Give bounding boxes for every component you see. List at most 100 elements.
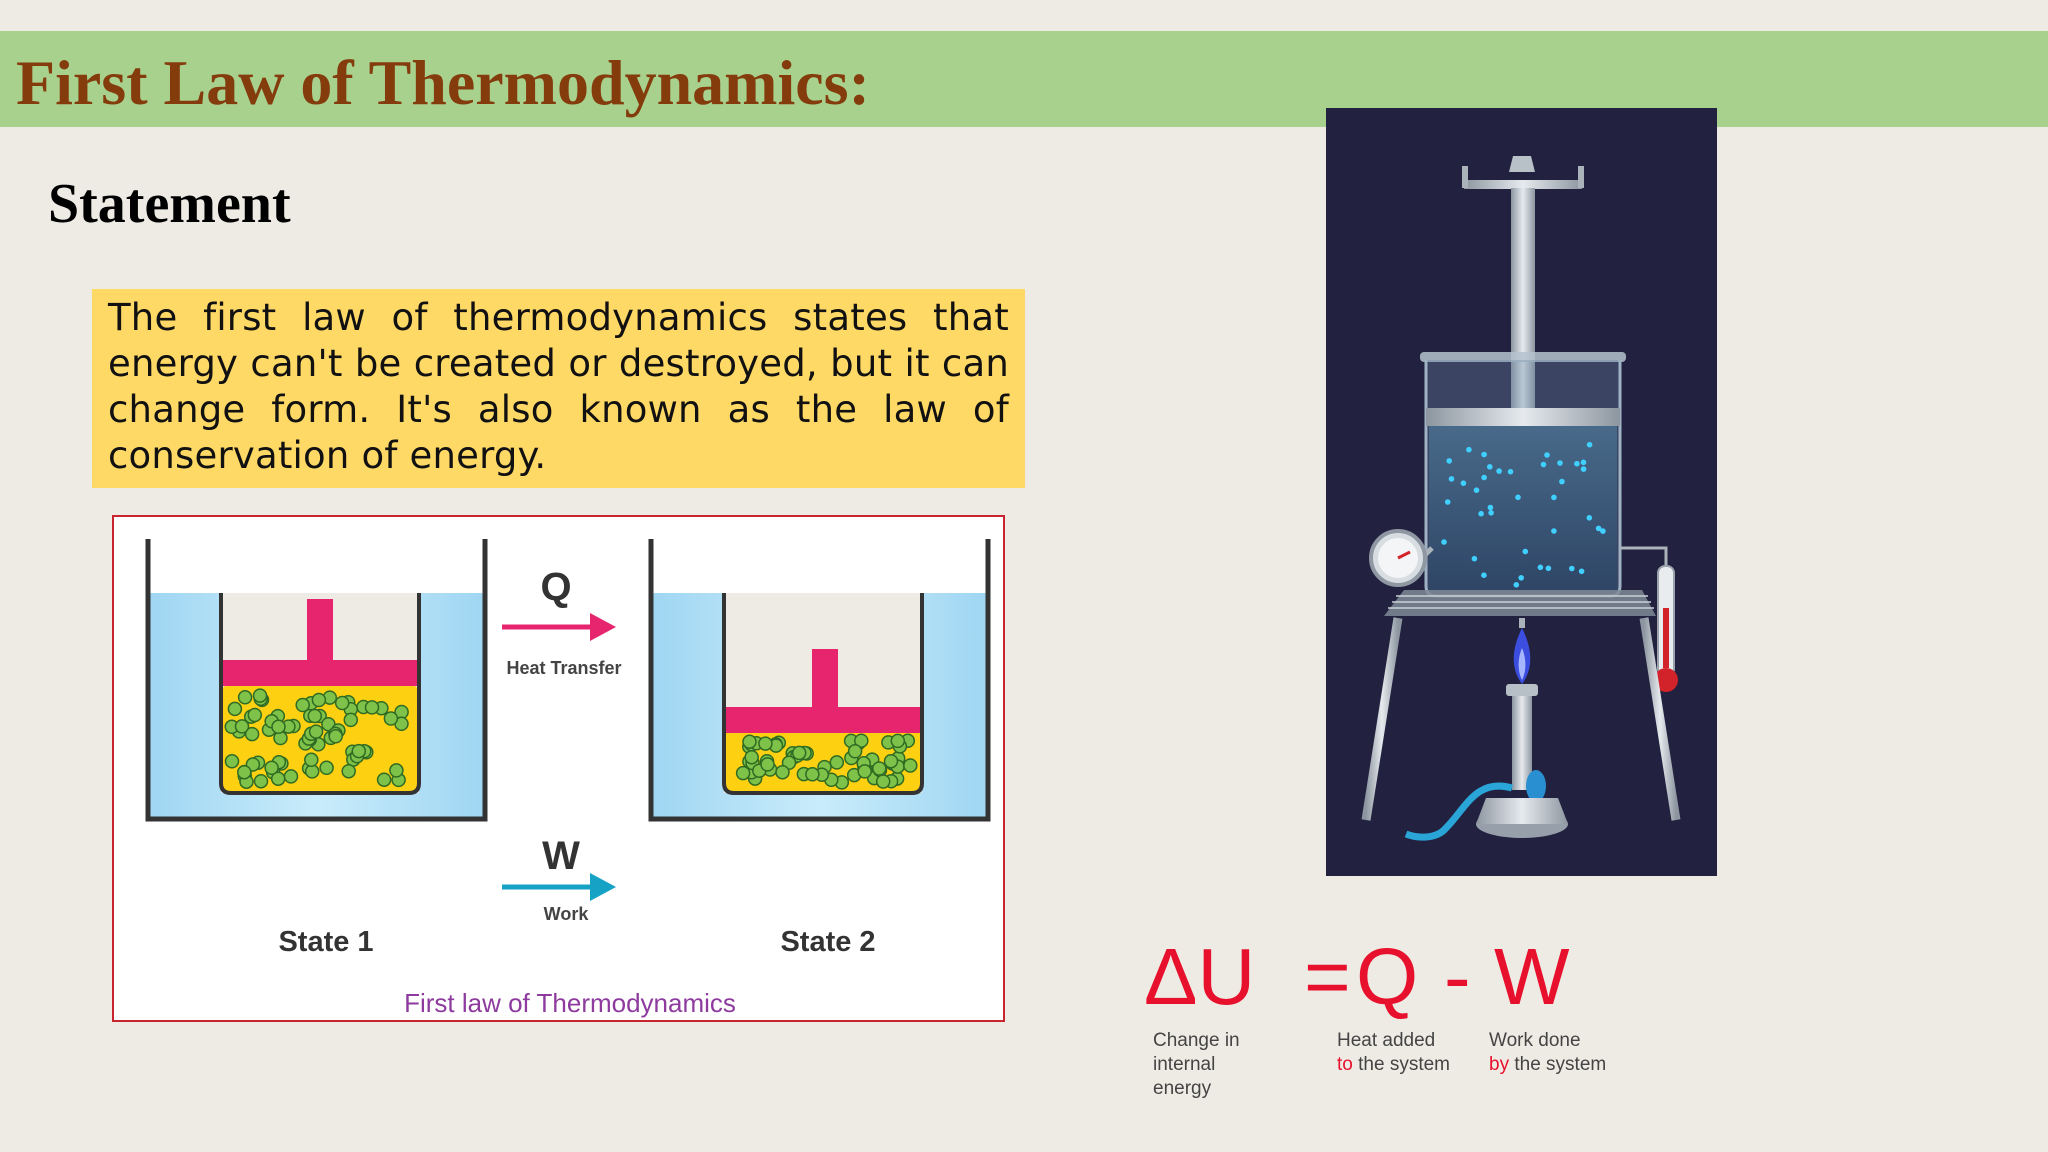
molecule bbox=[854, 733, 869, 748]
state2-gas-molecules bbox=[735, 733, 918, 790]
molecule bbox=[829, 755, 845, 770]
molecule bbox=[1540, 461, 1547, 468]
molecule bbox=[775, 764, 790, 780]
molecule bbox=[1507, 468, 1514, 475]
molecule bbox=[264, 760, 279, 776]
delta-u-symbol: ΔU bbox=[1144, 932, 1255, 1021]
molecule bbox=[271, 719, 286, 735]
molecule bbox=[1460, 480, 1467, 487]
piston-plate bbox=[1426, 408, 1620, 426]
molecule bbox=[376, 772, 392, 787]
molecule bbox=[1466, 446, 1472, 453]
equals-sign: = bbox=[1304, 932, 1351, 1021]
molecule bbox=[883, 753, 899, 769]
pressure-gauge-icon bbox=[1369, 529, 1434, 587]
molecule bbox=[252, 688, 268, 703]
bunsen-burner bbox=[1404, 684, 1568, 841]
q-term: Q bbox=[1356, 932, 1418, 1021]
state1-piston bbox=[221, 660, 419, 686]
molecule bbox=[890, 733, 906, 749]
w-caption-line1: Work done bbox=[1489, 1030, 1581, 1051]
minus-sign: - bbox=[1444, 932, 1471, 1021]
work-arrow bbox=[502, 873, 616, 901]
molecule bbox=[791, 745, 807, 761]
molecule bbox=[1559, 478, 1565, 485]
molecule bbox=[1595, 525, 1602, 532]
molecule bbox=[758, 736, 773, 751]
molecule bbox=[760, 757, 775, 772]
molecule bbox=[304, 752, 319, 768]
molecule bbox=[1515, 494, 1521, 501]
molecule bbox=[364, 700, 380, 715]
molecule bbox=[247, 707, 263, 723]
molecule bbox=[307, 708, 323, 724]
molecule bbox=[253, 773, 269, 789]
molecule bbox=[847, 744, 863, 759]
molecule bbox=[1580, 466, 1587, 472]
w-term: W bbox=[1494, 932, 1570, 1021]
molecule bbox=[735, 765, 751, 781]
molecule bbox=[334, 695, 350, 711]
molecule bbox=[875, 774, 891, 789]
du-caption-line1: Change in bbox=[1153, 1030, 1240, 1051]
section-heading: Statement bbox=[48, 173, 291, 235]
molecule bbox=[1496, 468, 1502, 474]
molecule bbox=[383, 711, 399, 726]
molecule bbox=[1441, 539, 1447, 545]
tripod-stand bbox=[1361, 590, 1681, 821]
du-caption-line3: energy bbox=[1153, 1078, 1212, 1099]
molecule bbox=[1569, 565, 1575, 572]
q-caption-line1: Heat added bbox=[1337, 1030, 1435, 1051]
molecule bbox=[328, 729, 343, 744]
molecule bbox=[1481, 474, 1487, 481]
molecule bbox=[1586, 515, 1593, 521]
molecule bbox=[1444, 499, 1451, 505]
molecule bbox=[1471, 555, 1478, 562]
molecule bbox=[872, 761, 887, 776]
state2-label: State 2 bbox=[780, 926, 875, 958]
molecule bbox=[1551, 528, 1557, 534]
molecule bbox=[1487, 464, 1493, 470]
molecule bbox=[311, 692, 327, 708]
molecule bbox=[389, 763, 404, 778]
slide-title: First Law of Thermodynamics: bbox=[16, 47, 870, 118]
molecule bbox=[805, 767, 820, 782]
molecule bbox=[1551, 494, 1557, 501]
molecule bbox=[351, 743, 367, 759]
molecule bbox=[1557, 460, 1563, 466]
state1-label: State 1 bbox=[278, 926, 373, 958]
molecule bbox=[227, 701, 243, 717]
molecule bbox=[319, 760, 334, 776]
molecule bbox=[341, 763, 356, 779]
molecule bbox=[742, 734, 757, 749]
molecule bbox=[343, 712, 359, 728]
molecule bbox=[1513, 582, 1520, 588]
molecule bbox=[1446, 458, 1452, 464]
molecule bbox=[237, 690, 253, 705]
state2-piston bbox=[724, 707, 922, 733]
state1-container bbox=[145, 539, 488, 822]
molecule bbox=[1574, 460, 1580, 467]
molecule bbox=[1600, 528, 1606, 534]
beaker bbox=[1420, 352, 1626, 598]
water-molecules bbox=[1441, 441, 1606, 588]
first-law-diagram: Q Heat Transfer W Work State 1 State 2 F… bbox=[112, 515, 1005, 1022]
beaker-burner-illustration bbox=[1326, 108, 1717, 876]
molecule bbox=[1544, 452, 1550, 458]
molecule bbox=[1537, 564, 1544, 571]
molecule bbox=[1481, 451, 1487, 458]
q-symbol: Q bbox=[540, 565, 571, 609]
molecule bbox=[1473, 487, 1480, 494]
w-caption-line2: by the system bbox=[1489, 1054, 1606, 1075]
q-caption-line2: to the system bbox=[1337, 1054, 1450, 1075]
molecule bbox=[308, 724, 324, 739]
w-symbol: W bbox=[542, 834, 580, 878]
diagram-caption: First law of Thermodynamics bbox=[404, 988, 736, 1018]
molecule bbox=[1578, 568, 1585, 575]
molecule bbox=[1586, 441, 1593, 448]
first-law-equation: ΔU = Q - W Change in internal energy Hea… bbox=[1140, 920, 1660, 1100]
du-caption-line2: internal bbox=[1153, 1054, 1215, 1075]
molecule bbox=[1580, 459, 1587, 466]
state2-container bbox=[648, 539, 991, 822]
heat-transfer-arrow bbox=[502, 613, 616, 641]
